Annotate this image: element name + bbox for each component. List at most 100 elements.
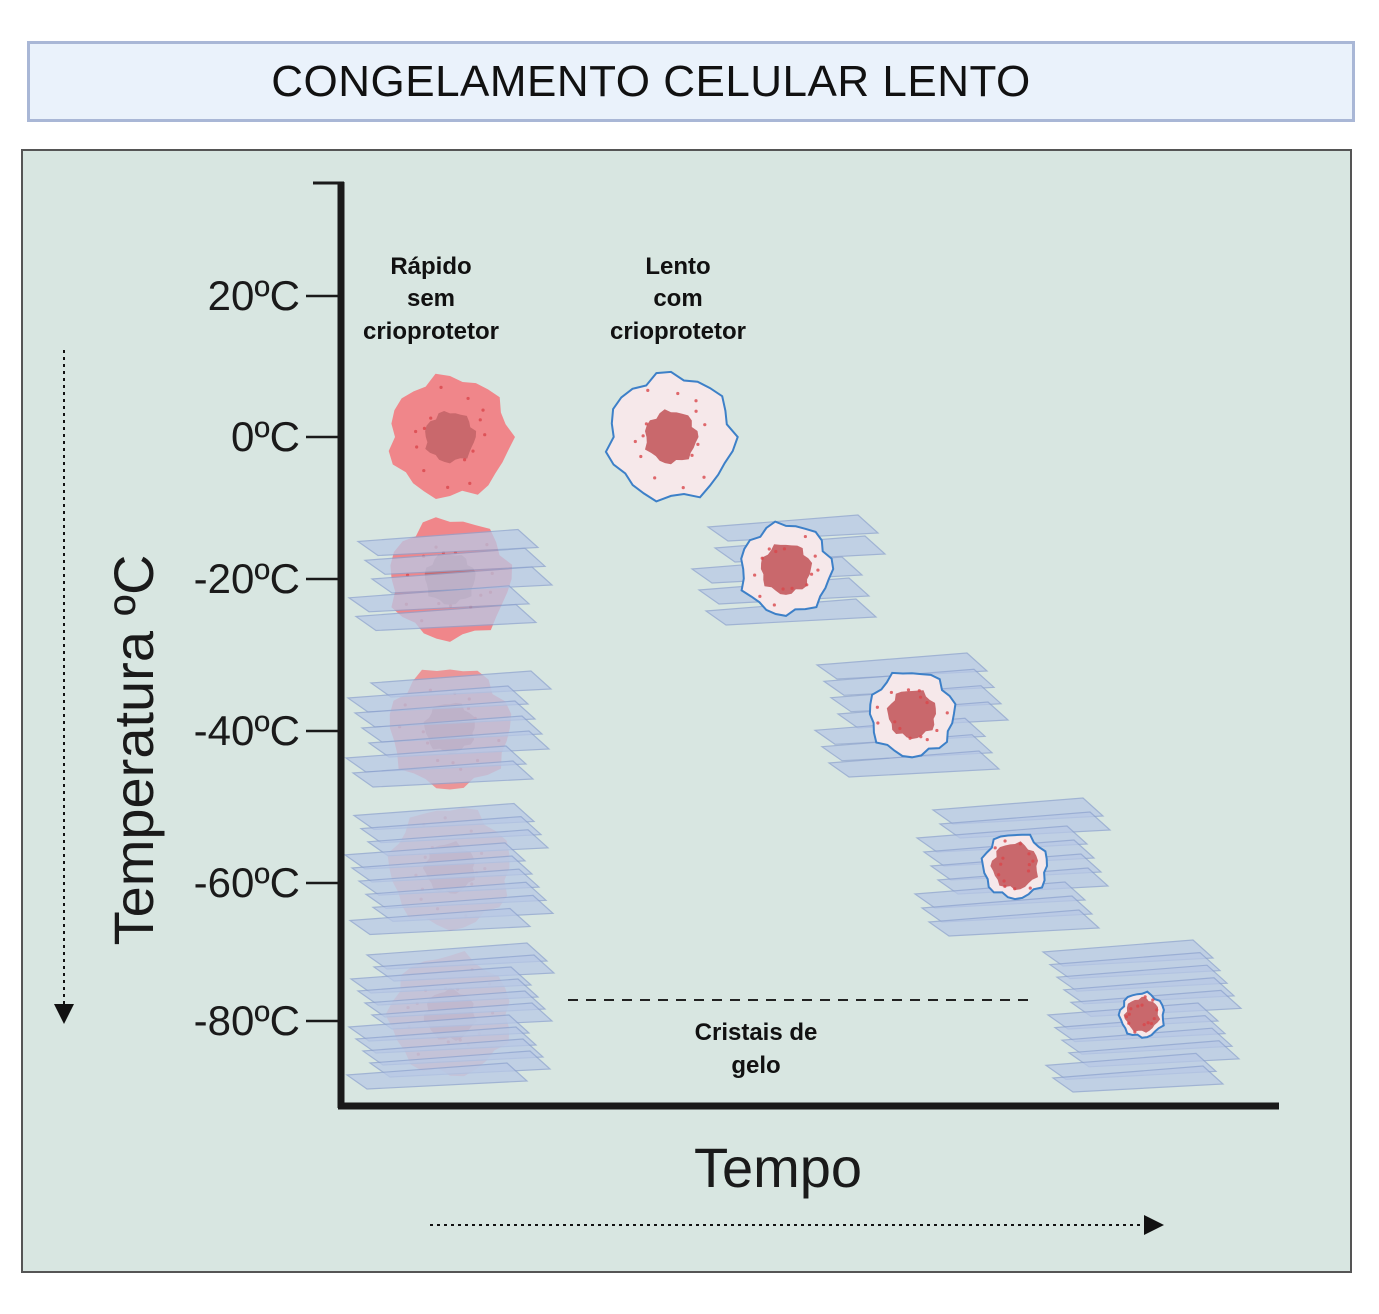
cell-granule <box>1152 1016 1156 1021</box>
ice-crystal <box>354 603 538 632</box>
cell-granule <box>781 587 785 591</box>
cell-granule <box>893 720 897 724</box>
cell-granule <box>702 475 706 479</box>
cell-granule <box>1018 842 1022 846</box>
cell-granule <box>1127 1021 1131 1025</box>
cell-granule <box>468 481 472 485</box>
tick-label-0: 0ºC <box>231 413 300 460</box>
cell-granule <box>1002 879 1006 883</box>
cell-granule <box>1026 869 1031 873</box>
ice-label-line1: Cristais de <box>695 1019 818 1046</box>
ice-crystal <box>1051 1065 1225 1093</box>
cell-granule <box>753 573 757 577</box>
cell-granule <box>1003 884 1007 888</box>
fast-header-line1: Rápido <box>390 253 471 280</box>
cell-granule <box>653 476 657 480</box>
cell-granule <box>935 728 939 733</box>
ice-crystal <box>827 750 1001 778</box>
cell-granule <box>876 721 880 725</box>
ice-crystal <box>348 907 532 936</box>
slow-header-line3: crioprotetor <box>610 318 746 345</box>
tick-label-minus60: -60ºC <box>194 859 300 906</box>
tick-label-20: 20ºC <box>208 272 300 319</box>
cell-granule <box>1129 1007 1133 1011</box>
cell-granule <box>816 568 820 572</box>
cell-granule <box>644 422 649 426</box>
cell-granule <box>1155 1008 1159 1012</box>
fast-header-line3: crioprotetor <box>363 318 499 345</box>
cell-granule <box>446 485 450 489</box>
cell-granule <box>639 454 643 459</box>
cell-granule <box>918 695 923 699</box>
cell-granule <box>466 396 470 401</box>
cell-granule <box>694 409 698 413</box>
ice-crystal <box>927 909 1101 937</box>
cell-granule <box>908 736 912 740</box>
cell-granule <box>414 429 418 434</box>
cell-granule <box>1146 1021 1150 1025</box>
cell-nucleus <box>760 544 813 595</box>
ice-crystal <box>347 585 531 613</box>
cell-granule <box>694 399 698 403</box>
cell-granule <box>945 711 949 715</box>
cell-granule <box>703 423 707 427</box>
cell-nucleus <box>886 690 936 739</box>
cell-granule <box>875 705 879 709</box>
cell-granule <box>471 449 475 453</box>
cell-granule <box>422 468 426 473</box>
cell-granule <box>481 408 485 412</box>
fast-header-line2: sem <box>407 285 455 312</box>
cell-granule <box>767 547 771 551</box>
cell-granule <box>439 385 443 390</box>
cell-granule <box>925 738 929 742</box>
cell-granule <box>772 603 776 607</box>
ice-label-line2: gelo <box>731 1052 780 1079</box>
cell-granule <box>803 534 807 539</box>
cell-granule <box>997 873 1001 877</box>
title-banner: CONGELAMENTO CELULAR LENTO <box>27 41 1355 122</box>
cell-granule <box>1133 1030 1137 1034</box>
ice-crystal <box>351 760 535 788</box>
cell-granule <box>919 735 923 739</box>
slow-header-line1: Lento <box>645 253 710 280</box>
x-axis-label: Tempo <box>694 1136 862 1199</box>
cell-granule <box>696 442 700 446</box>
cell-nucleus <box>645 409 699 465</box>
ice-crystal <box>363 547 547 575</box>
ice-crystal <box>356 528 540 557</box>
cell-granule <box>782 547 787 551</box>
cell-granule <box>760 556 764 560</box>
cell-granule <box>646 388 650 392</box>
cell-granule <box>690 453 694 457</box>
cell-granule <box>805 583 809 587</box>
cell-granule <box>1001 856 1005 860</box>
cell-granule <box>1124 1015 1129 1019</box>
cell-granule <box>1149 1021 1154 1026</box>
cell-granule <box>1013 887 1017 891</box>
cell-granule <box>758 594 762 598</box>
cell-granule <box>1142 1023 1146 1027</box>
y-axis-label: Temperatura ºC <box>102 555 165 946</box>
cell-granule <box>429 416 433 420</box>
ice-crystal <box>345 1062 529 1090</box>
cell-granule <box>1140 1003 1144 1007</box>
cell-granule <box>1127 1012 1131 1016</box>
slow-freezing-cells <box>604 370 1243 1093</box>
cell-granule <box>462 458 467 462</box>
cell-granule <box>999 862 1003 866</box>
cell-granule <box>641 434 645 438</box>
cell-granule <box>993 846 997 850</box>
tick-label-minus80: -80ºC <box>194 997 300 1044</box>
cell-granule <box>478 418 482 422</box>
cell-granule <box>676 391 680 396</box>
cell-nucleus <box>990 841 1038 890</box>
cell-granule <box>422 426 427 430</box>
cell-granule <box>1027 862 1031 867</box>
cell-granule <box>809 572 814 576</box>
cell-granule <box>1031 859 1035 863</box>
cell-granule <box>1028 886 1032 890</box>
cell-granule <box>415 445 419 449</box>
cell-granule <box>681 486 685 490</box>
cell-granule <box>917 689 921 693</box>
